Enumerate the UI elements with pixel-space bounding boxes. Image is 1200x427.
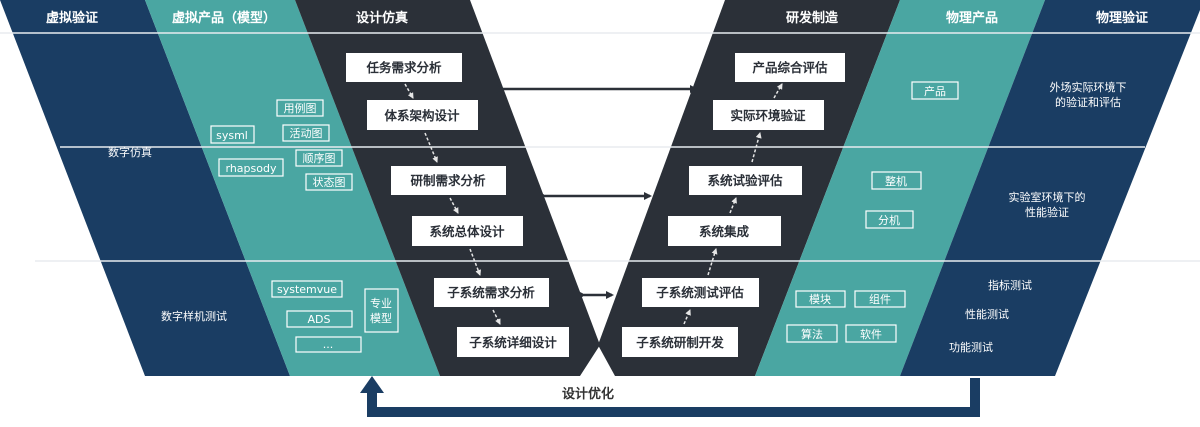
- lab-verification-line1: 实验室环境下的: [1009, 190, 1086, 204]
- step-real-environment-verification: [713, 100, 824, 130]
- design-flow-arrow-5: [492, 309, 501, 325]
- tag-complete-machine: [871, 171, 922, 190]
- physical-product-band: [755, 0, 1045, 376]
- professional-model-line1: 专业: [370, 296, 392, 310]
- step-architecture-design: [367, 100, 478, 130]
- step-task-requirement-analysis: [346, 53, 462, 82]
- test-indicator: 指标测试: [988, 278, 1032, 292]
- step-subsystem-detailed-design-label: 子系统详细设计: [469, 335, 557, 350]
- step-system-overall-design-label: 系统总体设计: [429, 224, 505, 239]
- test-function: 功能测试: [949, 340, 993, 354]
- mfg-flow-arrow-1: [683, 309, 691, 325]
- step-product-comprehensive-evaluation: [735, 53, 845, 82]
- diagram-sequence: 顺序图: [303, 151, 336, 165]
- step-subsystem-test-evaluation: [642, 278, 759, 307]
- step-subsystem-detailed-design: [457, 327, 569, 357]
- tag-sub-machine-label: 分机: [878, 213, 900, 227]
- tool-tag-rhapsody: [218, 158, 284, 177]
- diagram-tag-activity: [282, 124, 330, 142]
- tag-complete-machine-label: 整机: [885, 174, 907, 188]
- tool-rhapsody: rhapsody: [226, 162, 277, 175]
- tag-component: [854, 290, 906, 308]
- header-physical-verification: 物理验证: [1096, 10, 1148, 26]
- feedback-arrow-head: [360, 376, 384, 393]
- test-performance: 性能测试: [965, 307, 1009, 321]
- virtual-verification-band: [0, 0, 290, 376]
- tag-component-label: 组件: [869, 292, 891, 306]
- design-flow-arrow-1: [404, 83, 414, 99]
- step-architecture-design-label: 体系架构设计: [384, 108, 460, 123]
- step-subsystem-test-evaluation-label: 子系统测试评估: [656, 285, 744, 300]
- step-rd-requirement-analysis: [391, 166, 506, 195]
- tool-systemvue: systemvue: [277, 283, 337, 296]
- step-system-overall-design: [412, 216, 523, 246]
- header-physical-product: 物理产品: [946, 10, 998, 26]
- design-optimization-label: 设计优化: [562, 386, 614, 402]
- diagram-use-case: 用例图: [284, 101, 317, 115]
- diagram-tag-use-case: [276, 99, 324, 117]
- digital-prototype-test-label: 数字样机测试: [161, 309, 227, 323]
- tool-sysml: sysml: [216, 129, 248, 142]
- tool-tag-sysml: [210, 125, 255, 144]
- field-verification-line2: 的验证和评估: [1055, 95, 1121, 109]
- field-verification-line1: 外场实际环境下: [1050, 80, 1127, 94]
- tool-more: ...: [323, 338, 334, 351]
- diagram-tag-state: [305, 173, 353, 191]
- mfg-flow-arrow-5: [773, 83, 783, 99]
- tag-algorithm-label: 算法: [801, 327, 823, 341]
- header-design-simulation: 设计仿真: [356, 10, 408, 26]
- digital-simulation-label: 数字仿真: [108, 145, 152, 159]
- diagram-activity: 活动图: [290, 127, 323, 140]
- step-system-integration-label: 系统集成: [699, 224, 750, 239]
- step-subsystem-requirement-analysis: [434, 278, 549, 307]
- step-product-comprehensive-evaluation-label: 产品综合评估: [752, 60, 828, 75]
- design-optimization-feedback-arrow: [367, 378, 980, 417]
- step-subsystem-requirement-analysis-label: 子系统需求分析: [447, 285, 535, 300]
- mfg-flow-arrow-2: [707, 248, 718, 276]
- tag-module-label: 模块: [809, 293, 831, 306]
- tool-tag-ads: [286, 310, 353, 328]
- tag-product-label: 产品: [924, 84, 946, 98]
- lab-verification-line2: 性能验证: [1025, 205, 1069, 219]
- tag-module: [795, 290, 846, 308]
- step-system-test-evaluation: [689, 166, 802, 195]
- tag-product: [911, 81, 959, 100]
- tool-tag-more: [295, 336, 362, 353]
- design-flow-arrow-2: [424, 132, 438, 163]
- header-rd-manufacturing: 研发制造: [786, 10, 839, 26]
- mfg-flow-arrow-3: [729, 197, 737, 214]
- physical-verification-band: [900, 0, 1200, 376]
- tag-sub-machine: [865, 210, 914, 229]
- design-flow-arrow-3: [449, 197, 459, 214]
- step-task-requirement-analysis-label: 任务需求分析: [365, 60, 442, 75]
- tool-tag-systemvue: [271, 280, 343, 298]
- virtual-product-band: [145, 0, 440, 376]
- tag-algorithm: [786, 324, 838, 343]
- step-rd-requirement-analysis-label: 研制需求分析: [410, 173, 486, 188]
- diagram-tag-sequence: [295, 149, 343, 167]
- tool-ads: ADS: [308, 313, 331, 326]
- step-system-test-evaluation-label: 系统试验评估: [707, 173, 783, 188]
- row-separators: [0, 32, 1200, 262]
- tag-software: [845, 324, 897, 343]
- header-virtual-product: 虚拟产品（模型）: [172, 10, 276, 26]
- step-subsystem-development-label: 子系统研制开发: [636, 335, 724, 350]
- step-subsystem-development: [622, 327, 738, 357]
- step-real-environment-verification-label: 实际环境验证: [730, 108, 806, 123]
- step-system-integration: [668, 216, 781, 246]
- mfg-flow-arrow-4: [751, 132, 762, 163]
- header-virtual-verification: 虚拟验证: [46, 10, 98, 26]
- tag-software-label: 软件: [860, 327, 882, 341]
- professional-model-tag: [364, 288, 399, 333]
- professional-model-line2: 模型: [370, 311, 392, 325]
- diagram-state: 状态图: [313, 175, 346, 189]
